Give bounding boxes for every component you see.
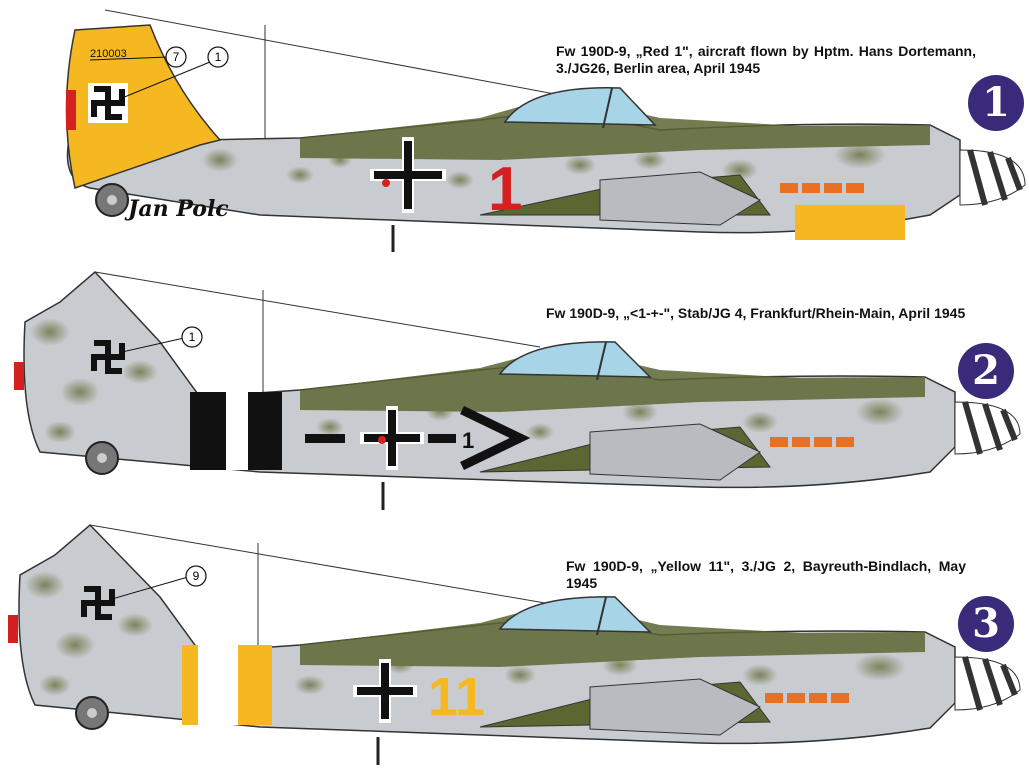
profile-1-callout-7: 7 xyxy=(173,50,180,64)
profile-3-callout-9: 9 xyxy=(193,569,200,583)
profile-3-code: 11 xyxy=(428,667,485,727)
profile-2-number-badge: 2 xyxy=(958,343,1014,399)
profile-2-caption: Fw 190D-9, „<1-+-", Stab/JG 4, Frankfurt… xyxy=(546,305,966,321)
profile-2-callout-1: 1 xyxy=(189,330,196,344)
profile-1-aircraft: 1 210003 7 1 xyxy=(65,9,1026,252)
profile-2-code: 1 xyxy=(462,428,474,453)
profile-1-serial: 210003 xyxy=(90,48,127,60)
profile-2-aircraft: 1 1 xyxy=(14,270,1021,510)
profile-3-caption: Fw 190D-9, „Yellow 11", 3./JG 2, Bayreut… xyxy=(566,558,966,591)
profile-3-number-badge: 3 xyxy=(958,596,1014,652)
profile-1-number-badge: 1 xyxy=(968,75,1024,131)
profile-1-callout-1: 1 xyxy=(215,50,222,64)
profile-1-code: 1 xyxy=(488,155,522,224)
profile-3-aircraft: 9 11 xyxy=(8,523,1021,765)
profile-1-caption: Fw 190D-9, „Red 1", aircraft flown by Hp… xyxy=(556,43,976,76)
artist-signature: Jan Polc xyxy=(128,196,229,222)
